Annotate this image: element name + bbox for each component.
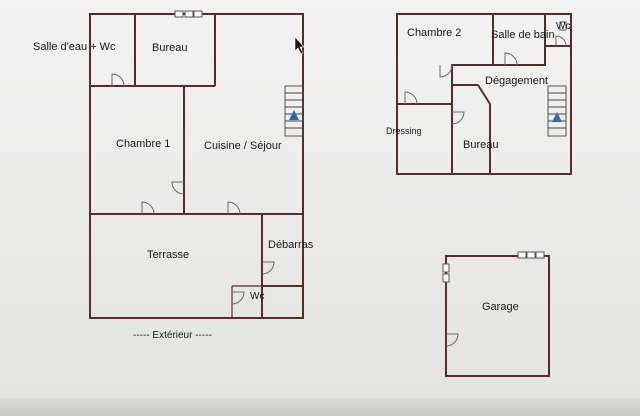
upper-floor-plan: Chambre 2 Salle de bain Wc Dégagement Dr… [386,13,572,175]
staircase-upper [547,85,567,137]
door-symbol [445,333,459,347]
door-symbol [171,181,185,195]
door-symbol [439,64,453,78]
room-label-wc: Wc [250,291,264,302]
window [442,263,450,273]
staircase [284,85,304,137]
ground-floor-plan: Salle d'eau + Wc Bureau Chambre 1 Cuisin… [33,10,314,341]
door-symbol [141,201,155,215]
window [442,273,450,283]
room-label-salle-de-bain: Salle de bain [491,29,555,41]
ground-floor-outline [89,13,304,319]
room-label-chambre-2: Chambre 2 [407,27,461,39]
door-symbol [227,201,241,215]
garage-plan: Garage [442,251,550,377]
garage-outline [445,255,550,377]
room-label-wc-upper: Wc [556,21,570,32]
monitor-screen [0,0,640,400]
room-label-terrasse: Terrasse [147,249,189,261]
door-symbol [111,73,125,87]
window [526,251,536,259]
room-label-bureau: Bureau [152,42,187,54]
room-label-degagement: Dégagement [485,75,548,87]
window [559,21,567,31]
door-symbol [261,261,275,275]
window [184,10,194,18]
window [174,10,184,18]
room-label-salle-eau-wc: Salle d'eau + Wc [33,41,116,53]
room-label-chambre-1: Chambre 1 [116,138,170,150]
room-label-dressing: Dressing [386,126,422,136]
room-label-garage: Garage [482,301,519,313]
monitor-bezel [0,398,640,416]
window [535,251,545,259]
room-label-cuisine-sejour: Cuisine / Séjour [204,140,282,152]
mouse-cursor-icon [294,36,305,55]
room-label-debarras: Débarras [268,239,314,251]
window [193,10,203,18]
stair-arrow-icon [289,110,299,120]
room-label-bureau-upper: Bureau [463,139,498,151]
door-symbol [231,291,245,305]
window [517,251,527,259]
stair-arrow-icon [552,112,562,122]
door-symbol [404,91,418,105]
upper-floor-outline [396,13,572,175]
door-symbol [451,111,465,125]
exterieur-label: ----- Extérieur ----- [133,330,212,341]
door-symbol [555,35,567,47]
wall [477,84,491,174]
door-symbol [504,52,518,66]
